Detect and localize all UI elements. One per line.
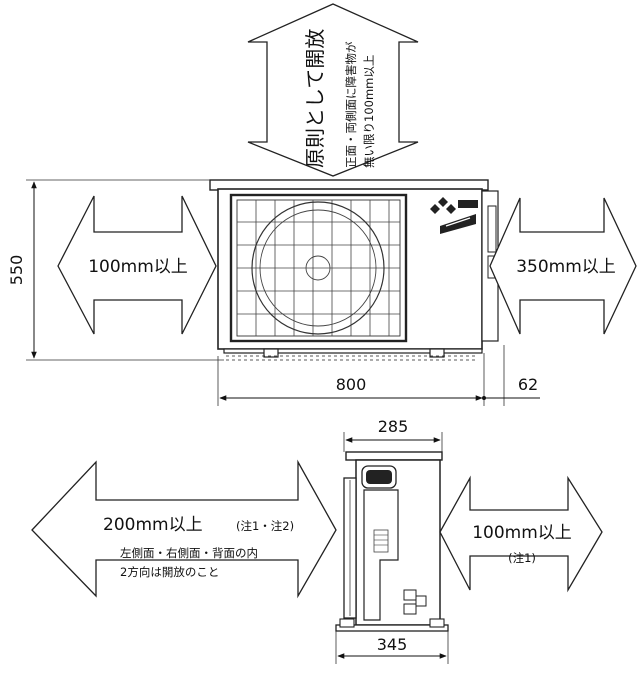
front-view-unit [209,179,499,361]
height-dimension: 550 [7,179,224,361]
front-left-clearance-arrow: 100mm以上 [57,195,217,335]
top-depth-dimension-label: 285 [378,417,409,436]
top-arrow-shape [247,3,419,177]
top-clearance-arrow: 原則として開放 正面・両側面に障害物が 無い限り100mm以上 [247,3,419,177]
top-arrow-note-line1: 正面・両側面に障害物が [344,41,358,168]
top-arrow-main-label: 原則として開放 [303,29,327,168]
side-extra-dimension-label: 62 [518,375,538,394]
side-left-clearance-note: (注1・注2) [236,519,294,533]
side-left-clearance-label: 200mm以上 [103,515,203,535]
side-left-desc-line2: 2方向は開放のこと [120,565,219,579]
top-arrow-note-line2: 無い限り100mm以上 [362,55,376,168]
top-depth-dimension: 285 [343,417,443,452]
side-right-clearance-note: (注1) [508,551,536,565]
side-left-desc-line1: 左側面・右側面・背面の内 [120,546,258,560]
bottom-depth-dimension-label: 345 [377,635,408,654]
width-dimension-label: 800 [336,375,367,394]
front-left-clearance-label: 100mm以上 [88,257,188,277]
fan-icon [251,201,385,335]
brand-logo-icon [430,197,478,234]
front-right-clearance-arrow: 350mm以上 [489,197,637,335]
side-right-clearance-arrow: 100mm以上 (注1) [439,475,603,593]
height-dimension-label: 550 [7,255,26,286]
side-left-clearance-arrow: 200mm以上 (注1・注2) 左側面・右側面・背面の内 2方向は開放のこと [31,459,337,599]
side-view-unit [335,451,449,632]
side-right-clearance-label: 100mm以上 [472,523,572,543]
width-dimension: 800 62 [217,345,540,406]
front-right-clearance-label: 350mm以上 [516,257,616,277]
bottom-depth-dimension: 345 [335,631,449,664]
